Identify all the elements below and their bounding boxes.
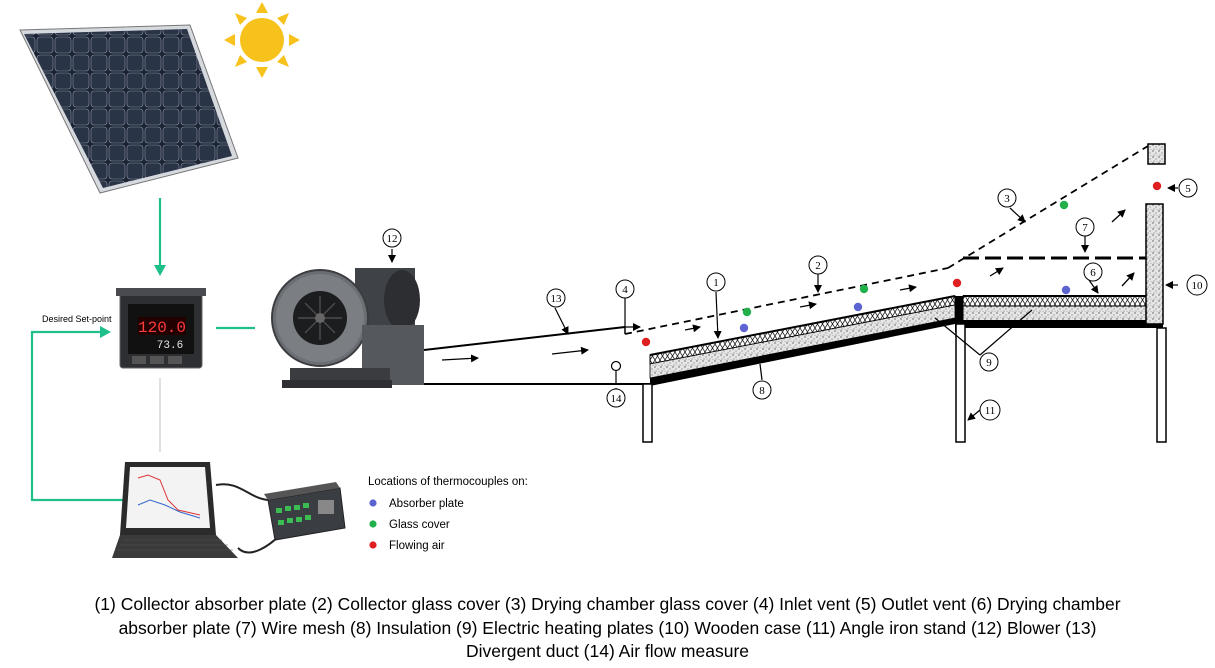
collector-base	[650, 318, 955, 386]
callout-14: 14	[611, 393, 623, 405]
solar-collector	[624, 267, 956, 443]
solar-panel	[19, 24, 239, 194]
control-connectors	[30, 198, 255, 502]
chamber-absorber-layer	[962, 295, 1147, 307]
collector-glass-cover	[624, 267, 949, 335]
callout-1: 1	[713, 277, 719, 289]
controller-display-bottom: 73.6	[157, 340, 183, 352]
heating-plate-divider	[955, 296, 963, 332]
thermocouple-air	[641, 337, 651, 347]
thermocouple-absorber	[853, 302, 863, 312]
legend-item-absorber: Absorber plate	[389, 498, 464, 510]
callout-leaders	[388, 184, 1178, 421]
callout-13: 13	[551, 293, 563, 305]
legend-item-air: Flowing air	[389, 540, 445, 552]
angle-iron-leg-rear	[1156, 327, 1167, 443]
drying-chamber	[947, 143, 1167, 443]
laptop	[112, 462, 238, 558]
callout-6: 6	[1090, 267, 1096, 279]
data-logger	[264, 482, 346, 541]
legend-item-glass: Glass cover	[389, 519, 450, 531]
divergent-duct	[423, 326, 650, 385]
callout-12: 12	[387, 233, 398, 245]
pid-controller: 120.0 73.6	[116, 288, 206, 369]
caption-line-3: Divergent duct (14) Air flow measure	[465, 641, 750, 661]
thermocouple-legend: Locations of thermocouples on: Absorber …	[368, 476, 528, 552]
callout-11: 11	[985, 405, 996, 417]
callout-8: 8	[759, 385, 765, 397]
thermocouple-glass	[859, 284, 869, 294]
thermocouple-absorber	[1061, 285, 1071, 295]
setpoint-label: Desired Set-point	[42, 314, 112, 324]
thermocouple-glass	[742, 307, 752, 317]
thermocouple-absorber	[739, 323, 749, 333]
legend-title: Locations of thermocouples on:	[368, 476, 528, 488]
thermocouple-air	[1152, 181, 1162, 191]
callout-7: 7	[1082, 222, 1088, 234]
legend-swatch-glass	[369, 520, 377, 528]
callout-4: 4	[622, 284, 628, 296]
airflow-arrows	[441, 209, 1135, 363]
blower	[271, 268, 424, 388]
callout-10: 10	[1192, 280, 1204, 292]
callout-5: 5	[1185, 183, 1191, 195]
thermocouple-points	[641, 181, 1162, 347]
callout-numbers: 12 13 4 1 2 3 7 6 5 8 9 10 11 14	[387, 183, 1204, 417]
solar-dryer-diagram: 120.0 73.6 Desired Set-point Loca	[19, 2, 1208, 558]
caption-line-2: absorber plate (7) Wire mesh (8) Insulat…	[118, 617, 1097, 638]
callout-9: 9	[986, 357, 992, 369]
figure-caption: (1) Collector absorber plate (2) Collect…	[0, 593, 1215, 664]
callout-2: 2	[815, 260, 821, 272]
caption-line-1: (1) Collector absorber plate (2) Collect…	[94, 594, 1121, 614]
chamber-top-block	[1147, 143, 1166, 165]
legend-swatch-air	[369, 541, 377, 549]
air-flow-measure	[610, 360, 622, 384]
legend-swatch-absorber	[369, 499, 377, 507]
angle-iron-leg-mid	[955, 323, 966, 443]
thermocouple-glass	[1059, 200, 1069, 210]
callout-markers	[382, 178, 1208, 421]
chamber-glass-cover	[947, 145, 1149, 269]
callout-3: 3	[1004, 193, 1010, 205]
collector-leg-front	[642, 383, 653, 443]
collector-insulation	[649, 304, 956, 379]
controller-display-top: 120.0	[138, 319, 186, 337]
wooden-case-wall	[1145, 203, 1164, 325]
sun-icon	[224, 2, 300, 78]
thermocouple-air	[952, 278, 962, 288]
